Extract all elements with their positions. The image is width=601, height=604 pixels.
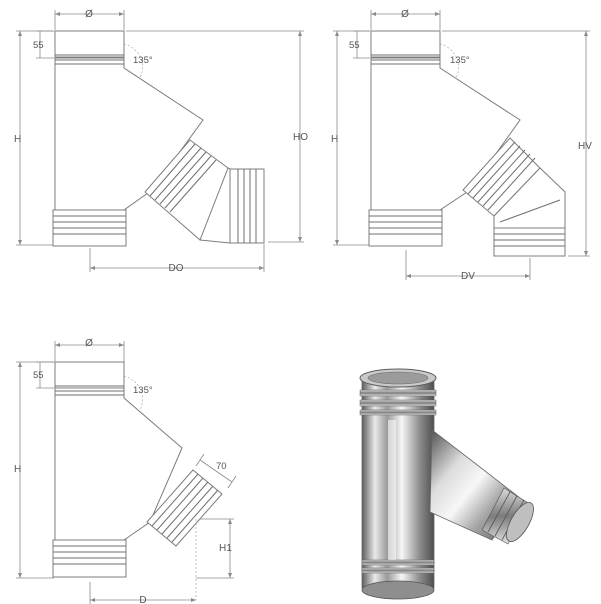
main-tube	[361, 377, 435, 589]
diameter-label: Ø	[85, 338, 93, 349]
branch-distance-label: D	[139, 595, 146, 604]
diameter-label: Ø	[401, 9, 409, 20]
dim-55-label: 55	[33, 370, 44, 381]
angle-label: 135°	[133, 55, 153, 66]
branch-elbow-down	[493, 167, 566, 229]
diagram-bottom-left: Ø 55 H 135° 70	[14, 338, 237, 604]
top-collar	[54, 30, 125, 58]
height-label: H	[331, 134, 338, 145]
horizontal-offset-label: DO	[169, 263, 184, 274]
height-offset-label: HO	[293, 132, 308, 143]
horizontal-vertical-label: DV	[461, 271, 475, 282]
height-label: H	[14, 134, 21, 145]
top-collar	[370, 30, 441, 58]
height-vertical-label: HV	[578, 141, 592, 152]
top-collar	[54, 361, 125, 389]
angle-label: 135°	[133, 385, 153, 396]
height-label: H	[14, 464, 21, 475]
dim-55-label: 55	[349, 40, 360, 51]
dim-55-label: 55	[33, 40, 44, 51]
angle-label: 135°	[450, 55, 470, 66]
diagram-top-left: Ø 55 H HO DO	[14, 9, 308, 274]
branch-down-collar	[493, 227, 566, 257]
height-branch-label: H1	[219, 543, 232, 554]
branch-end-collar	[229, 168, 265, 244]
diagram-top-right: Ø 55 H HV DV	[331, 9, 592, 282]
product-photo	[359, 368, 534, 600]
diameter-label: Ø	[85, 9, 93, 20]
dim-70-label: 70	[216, 461, 227, 472]
